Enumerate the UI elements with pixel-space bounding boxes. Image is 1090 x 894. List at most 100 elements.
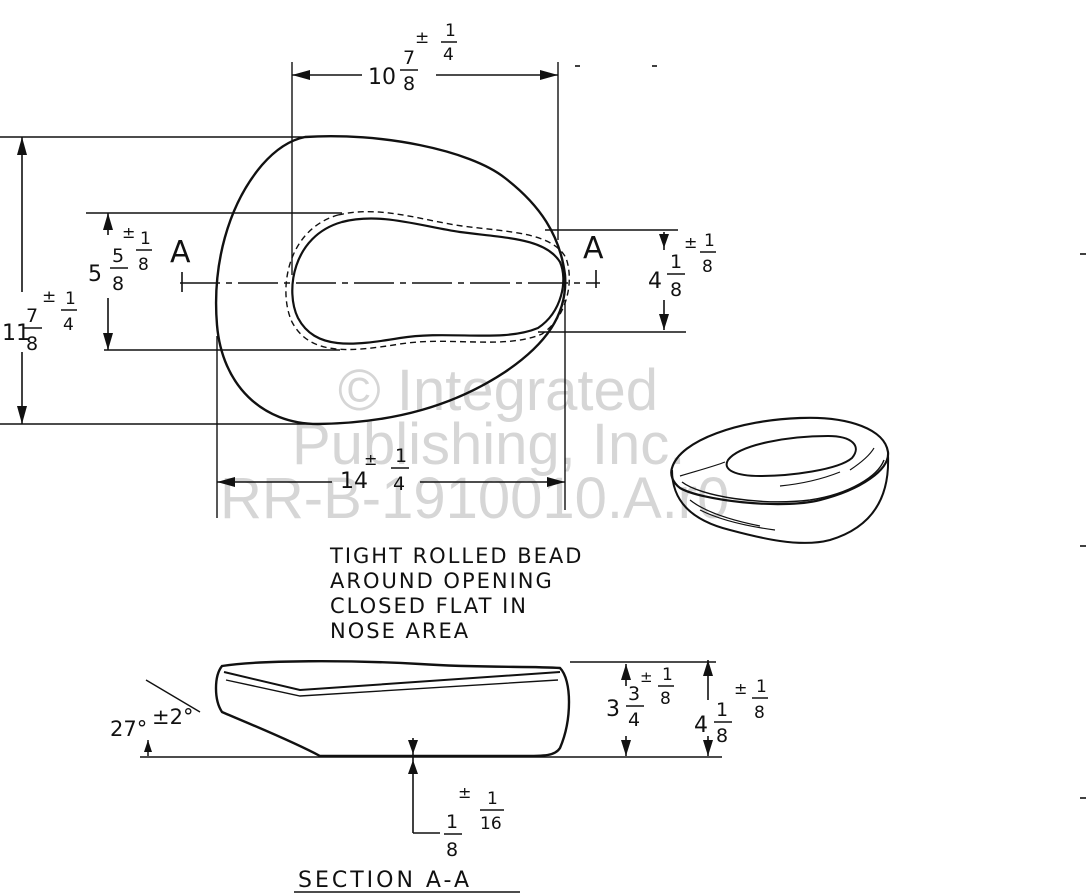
- arrowhead: [703, 740, 713, 756]
- iso-base: [671, 454, 890, 544]
- arrowhead: [547, 477, 565, 487]
- tol-denominator: 4: [443, 45, 454, 65]
- arrowhead: [703, 660, 713, 676]
- dim-denominator: 8: [112, 273, 124, 295]
- arrowhead: [621, 664, 631, 680]
- arrowhead: [103, 213, 113, 230]
- section-mark-right: A: [583, 231, 604, 266]
- angle-extension: [145, 679, 201, 713]
- dim-whole: 4: [648, 269, 662, 294]
- dim-numerator: 3: [628, 683, 640, 705]
- iso-bead: [681, 459, 885, 503]
- arrowhead: [217, 477, 235, 487]
- dim-denominator: 8: [403, 73, 415, 95]
- dim-denominator: 8: [716, 725, 728, 747]
- section-title: SECTION A-A: [294, 868, 520, 893]
- watermark-line-1: © Integrated: [338, 358, 658, 423]
- dim-right-height: 4 1 8 ± 1 8: [538, 229, 716, 333]
- dim-whole: 5: [88, 262, 102, 287]
- arrowhead: [292, 70, 310, 80]
- arrowhead: [540, 70, 558, 80]
- section-view: [140, 660, 722, 758]
- tol-sign: ±: [122, 223, 135, 242]
- section-mark-left: A: [170, 235, 191, 270]
- tol-numerator: 1: [140, 229, 151, 249]
- arrowhead: [408, 760, 418, 774]
- arrowhead: [17, 137, 27, 155]
- dim-overall-height: 11 7 8 ± 1 4: [0, 136, 318, 425]
- dim-section-inner-height: 3 3 4 ± 1 8: [570, 661, 716, 756]
- section-rim-lip: [223, 671, 561, 692]
- dim-angle: 27° ±2°: [110, 679, 201, 756]
- dim-whole: 10: [368, 65, 396, 90]
- tol-denominator: 4: [63, 315, 74, 335]
- tol-denominator: 8: [754, 703, 765, 723]
- tol-numerator: 1: [395, 445, 407, 467]
- tol-sign: ±: [684, 233, 697, 252]
- section-rim-inner: [225, 679, 559, 697]
- tol-sign: ±: [42, 287, 56, 307]
- section-outline: [214, 660, 571, 758]
- dim-thickness: 1 8 ± 1 16: [408, 738, 504, 861]
- arrowhead: [103, 333, 113, 350]
- tol-numerator: 1: [65, 289, 76, 309]
- dim-whole: 3: [606, 697, 620, 722]
- iso-shading: [679, 447, 875, 531]
- tol-sign: ±: [458, 783, 471, 802]
- watermark-line-3: RR-B-1910010.A.r0: [220, 466, 729, 531]
- plan-bead-outline: [285, 210, 570, 351]
- dim-numerator: 7: [403, 47, 415, 69]
- arrowhead: [17, 406, 27, 424]
- note-line-1: TIGHT ROLLED BEAD: [329, 544, 583, 568]
- dim-bottom-width: 14 ± 1 4: [216, 300, 566, 518]
- iso-inner-opening: [725, 434, 857, 478]
- dim-numerator: 1: [716, 699, 728, 721]
- dim-denominator: 8: [446, 839, 458, 861]
- dim-section-outer-height: 4 1 8 ± 1 8: [694, 660, 768, 756]
- tol-numerator: 1: [445, 21, 456, 41]
- dim-denominator: 8: [670, 279, 682, 301]
- plan-view: [180, 134, 600, 426]
- tol-numerator: 1: [487, 789, 498, 809]
- dim-numerator: 5: [112, 245, 124, 267]
- tol-sign: ±: [415, 28, 429, 48]
- dim-top-width: 10 7 8 ± 1 4: [291, 21, 559, 275]
- iso-outer-rim: [670, 416, 890, 506]
- arrowhead: [408, 740, 418, 754]
- dim-opening-height: 5 5 8 ± 1 8: [86, 212, 342, 351]
- tol-numerator: 1: [756, 677, 767, 697]
- plan-opening-outline: [291, 217, 565, 345]
- tol-sign: ±: [640, 668, 653, 686]
- arrowhead: [144, 740, 152, 752]
- plan-outer-outline: [214, 134, 567, 426]
- tol-denominator: 8: [702, 257, 713, 277]
- tol-denominator: 8: [660, 689, 671, 709]
- dim-numerator: 1: [446, 811, 458, 833]
- arrowhead: [659, 234, 669, 248]
- tol-denominator: 8: [138, 255, 149, 275]
- watermark: © Integrated Publishing, Inc. RR-B-19100…: [220, 358, 729, 531]
- dim-denominator: 8: [26, 333, 38, 355]
- section-marks: A A: [170, 231, 604, 270]
- dim-numerator: 7: [26, 305, 38, 327]
- tol-numerator: 1: [662, 665, 673, 685]
- isometric-bedpan-sketch: [670, 416, 890, 544]
- note-line-2: AROUND OPENING: [330, 569, 554, 593]
- arrowhead: [659, 314, 669, 330]
- dim-numerator: 1: [670, 251, 682, 273]
- tol-denominator: 4: [393, 473, 405, 495]
- angle-value: 27°: [110, 717, 147, 741]
- tol-sign: ±: [364, 450, 377, 469]
- note-line-3: CLOSED FLAT IN: [330, 594, 528, 618]
- dim-whole: 11: [2, 321, 30, 346]
- edge-marks: [575, 65, 1086, 799]
- tol-sign: ±: [734, 679, 747, 698]
- section-label: SECTION A-A: [298, 868, 472, 893]
- dim-whole: 14: [340, 469, 368, 494]
- construction-note: TIGHT ROLLED BEAD AROUND OPENING CLOSED …: [329, 544, 583, 643]
- arrowhead: [621, 740, 631, 756]
- dim-denominator: 4: [628, 709, 640, 731]
- angle-tol: ±2°: [152, 705, 193, 729]
